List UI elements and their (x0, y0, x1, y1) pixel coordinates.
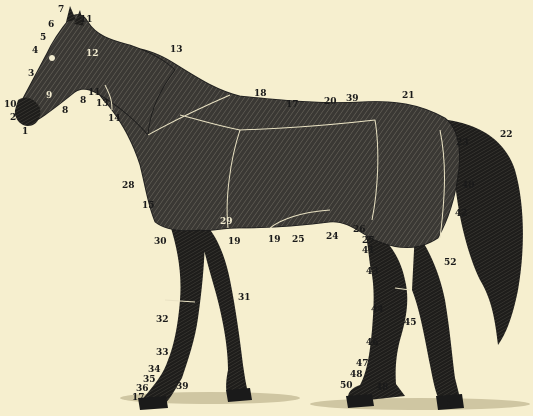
label-8: 8 (80, 96, 86, 106)
label-44: 44 (371, 305, 384, 315)
label-11b: 11 (88, 88, 101, 98)
label-34: 34 (148, 365, 161, 375)
ear (66, 6, 76, 22)
label-20: 20 (324, 97, 337, 107)
ground-shadow-rear (310, 398, 530, 410)
label-46: 46 (366, 338, 379, 348)
label-21: 21 (402, 91, 415, 101)
label-52: 52 (444, 258, 457, 268)
label-31: 31 (238, 293, 251, 303)
label-48b: 48 (376, 383, 389, 393)
label-45: 45 (404, 318, 417, 328)
label-19b: 19 (268, 235, 281, 245)
label-28: 28 (122, 181, 135, 191)
label-8b: 8 (62, 106, 68, 116)
label-4: 4 (32, 46, 38, 56)
label-40: 40 (462, 181, 475, 191)
label-6: 6 (48, 20, 54, 30)
label-17b: 17 (132, 393, 145, 403)
label-15: 15 (142, 201, 155, 211)
label-12: 12 (86, 49, 99, 59)
label-29: 29 (220, 217, 233, 227)
label-32: 32 (156, 315, 169, 325)
label-5: 5 (40, 33, 46, 43)
front-leg-far (200, 220, 248, 398)
label-3: 3 (28, 69, 34, 79)
label-48: 48 (350, 370, 363, 380)
label-7: 7 (58, 5, 64, 15)
label-13: 13 (170, 45, 183, 55)
hind-leg-far (412, 230, 460, 402)
label-43: 43 (366, 267, 379, 277)
label-17: 17 (286, 100, 299, 110)
label-10: 10 (4, 100, 17, 110)
label-51: 51 (446, 399, 459, 409)
label-1: 1 (22, 127, 28, 137)
eye (49, 55, 55, 61)
label-19: 19 (228, 237, 241, 247)
label-42: 42 (455, 209, 468, 219)
label-25: 25 (292, 235, 305, 245)
label-11: 11 (80, 15, 93, 25)
label-9: 9 (46, 91, 52, 101)
label-14: 14 (108, 114, 121, 124)
label-33: 33 (156, 348, 169, 358)
hoof (226, 388, 252, 402)
hoof (346, 394, 374, 408)
label-26: 26 (353, 225, 366, 235)
label-24: 24 (326, 232, 339, 242)
label-2: 2 (10, 113, 16, 123)
label-13b: 13 (96, 99, 109, 109)
label-22: 22 (500, 130, 513, 140)
label-47: 47 (356, 359, 369, 369)
label-41: 41 (362, 246, 375, 256)
label-23: 23 (456, 138, 469, 148)
label-39b: 39 (176, 382, 189, 392)
label-30: 30 (154, 237, 167, 247)
label-39: 39 (346, 94, 359, 104)
label-27: 27 (362, 236, 375, 246)
label-18: 18 (254, 89, 267, 99)
label-50: 50 (340, 381, 353, 391)
